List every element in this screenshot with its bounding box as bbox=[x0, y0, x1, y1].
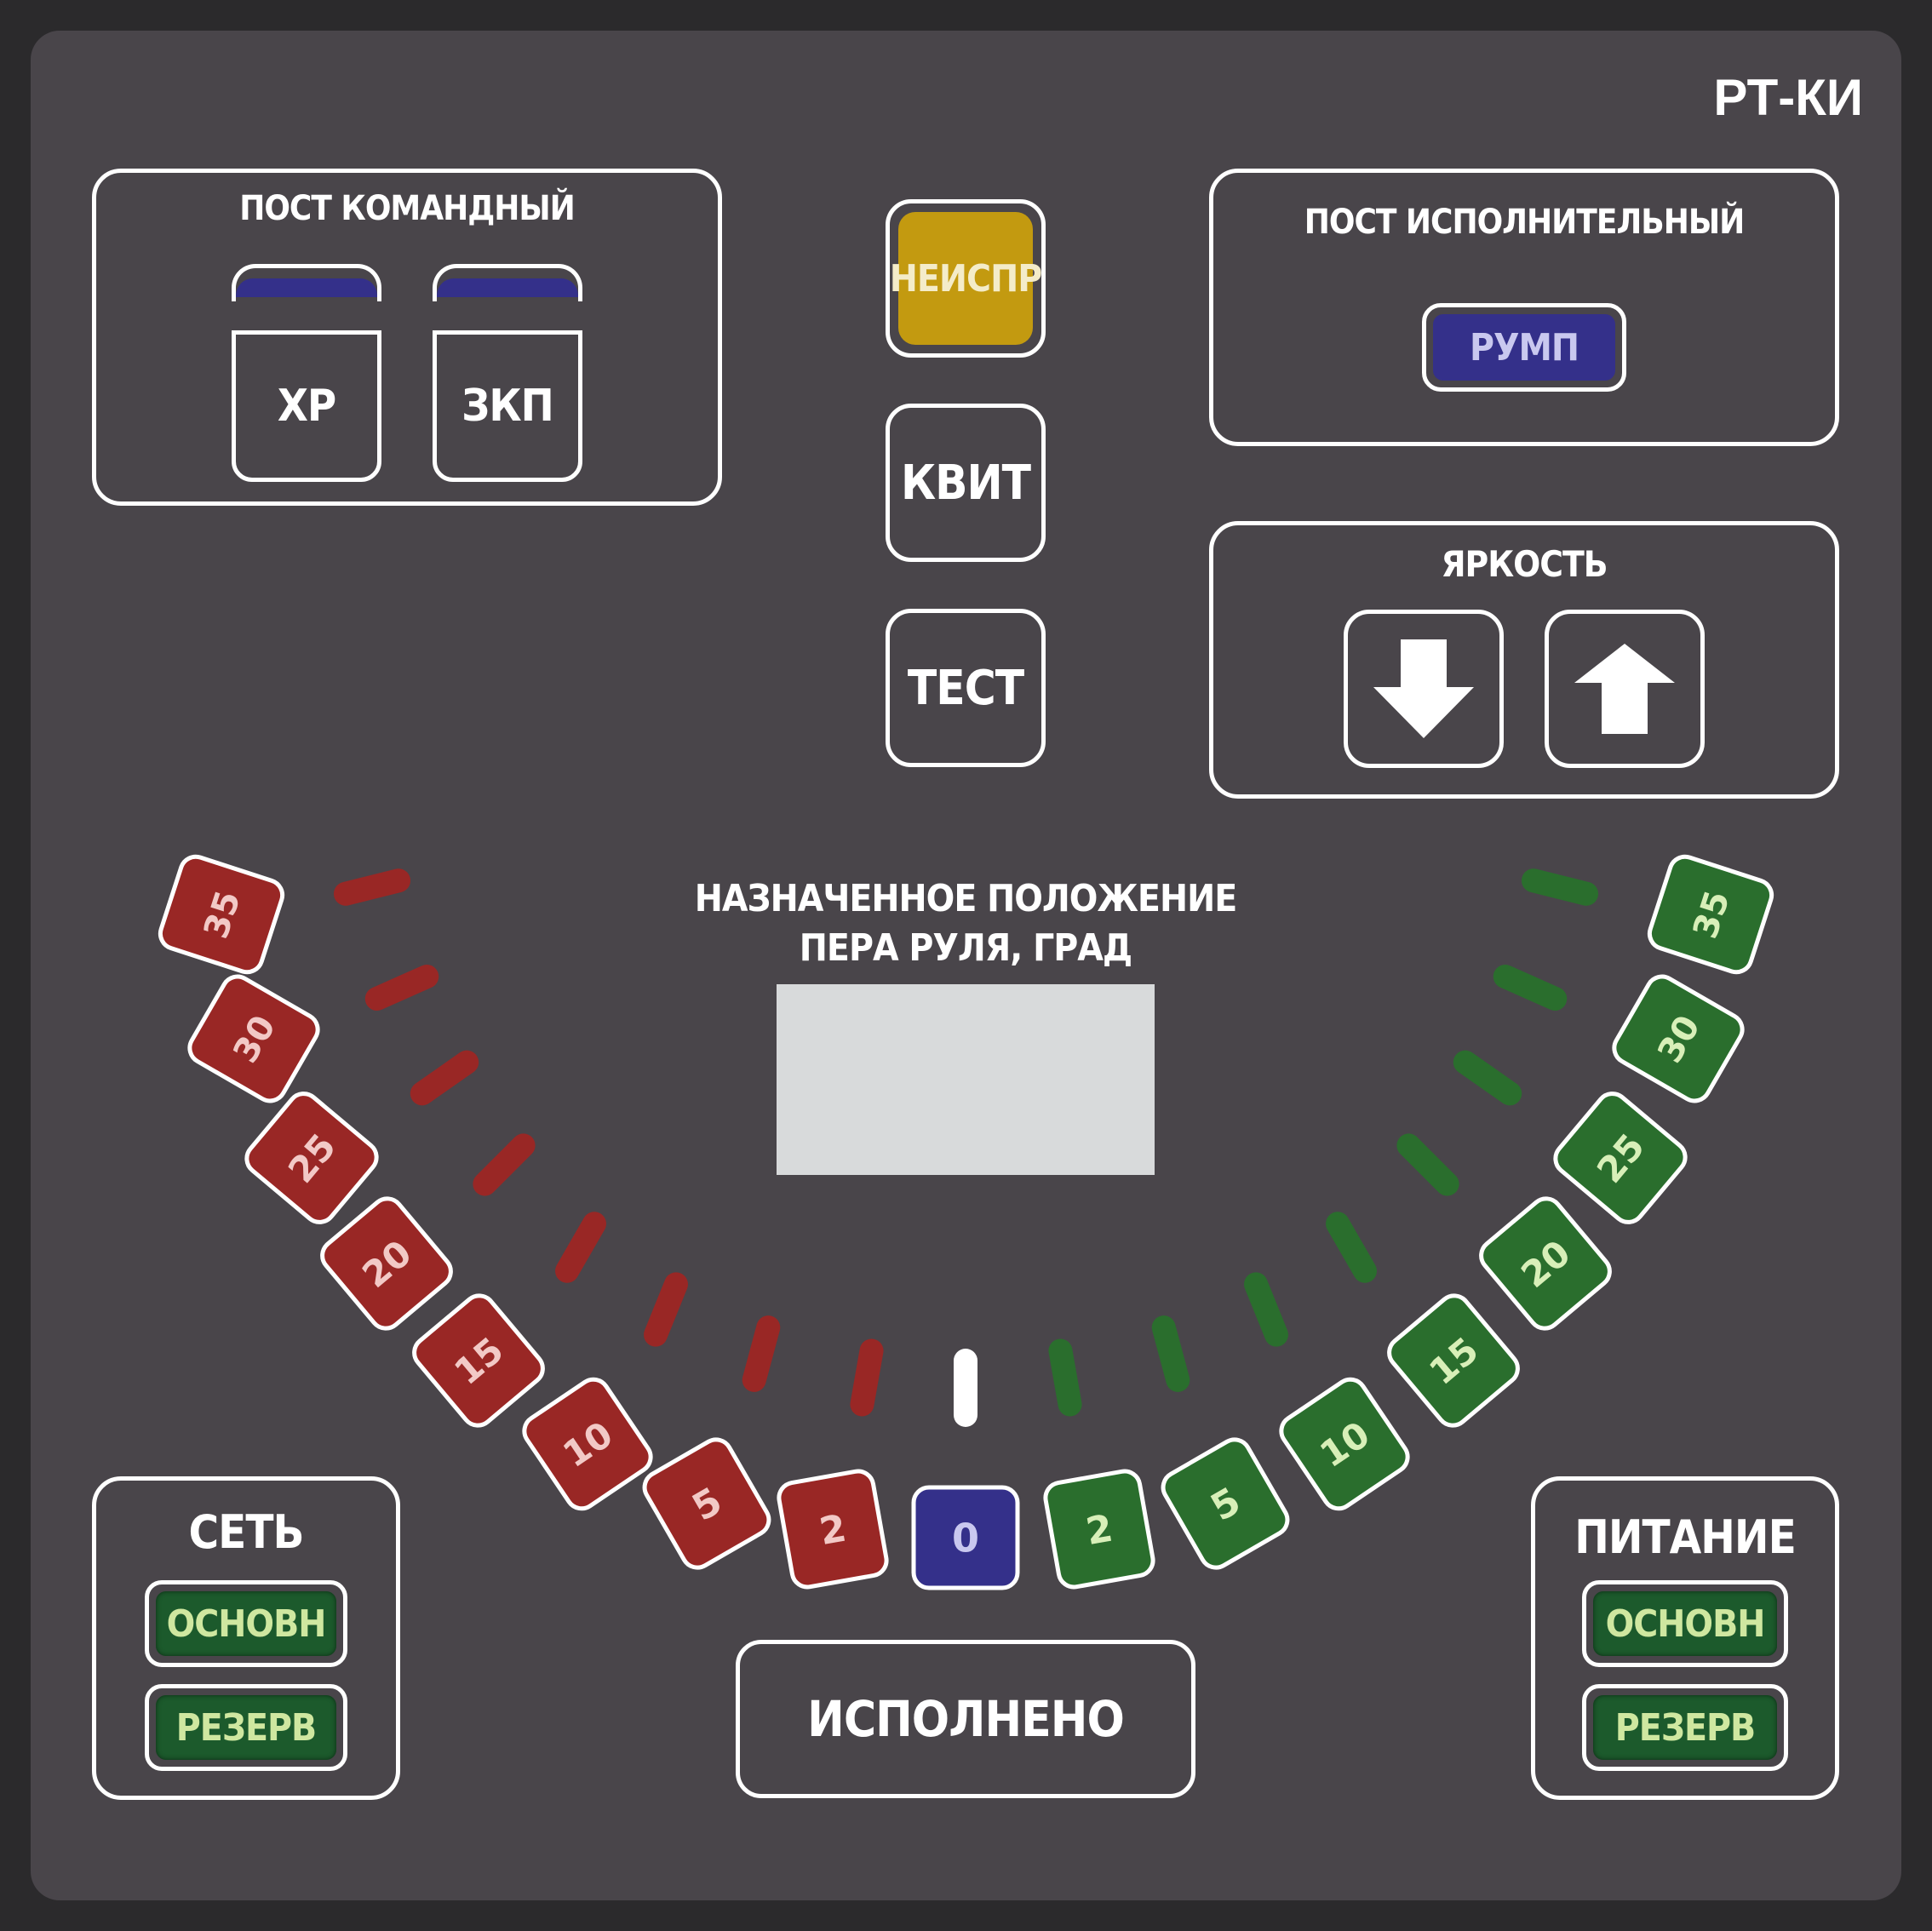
rudder-angle-display bbox=[777, 984, 1155, 1175]
port-key-15: 15 bbox=[412, 1293, 545, 1428]
starboard-key-5: 5 bbox=[1161, 1437, 1290, 1570]
fault-button[interactable]: НЕИСПР bbox=[886, 199, 1046, 358]
brightness-group bbox=[1209, 521, 1839, 799]
port-key-30: 30 bbox=[187, 974, 320, 1103]
starboard-key-20: 20 bbox=[1479, 1196, 1612, 1331]
port-key-35: 35 bbox=[158, 854, 285, 975]
hr-button[interactable]: ХР bbox=[232, 330, 381, 482]
network-reserve-indicator: РЕЗЕРВ bbox=[145, 1684, 347, 1771]
brightness-down-button[interactable] bbox=[1344, 610, 1504, 768]
starboard-key-25: 25 bbox=[1553, 1092, 1688, 1224]
hr-button-label: ХР bbox=[277, 381, 336, 432]
power-reserve-label: РЕЗЕРВ bbox=[1614, 1705, 1756, 1750]
network-main-label: ОСНОВН bbox=[166, 1602, 327, 1646]
test-button-label: ТЕСТ bbox=[907, 660, 1024, 716]
starboard-tick-6 bbox=[1151, 1315, 1190, 1392]
brightness-up-button[interactable] bbox=[1545, 610, 1705, 768]
rump-button-label: РУМП bbox=[1469, 325, 1579, 370]
arrow-up-icon bbox=[1574, 644, 1675, 734]
network-main-indicator: ОСНОВН bbox=[145, 1580, 347, 1667]
port-key-25: 25 bbox=[244, 1092, 379, 1224]
power-main-indicator: ОСНОВН bbox=[1582, 1580, 1788, 1667]
ack-button-label: КВИТ bbox=[900, 455, 1031, 511]
power-title: ПИТАНИЕ bbox=[1574, 1510, 1797, 1564]
port-key-2: 2 bbox=[777, 1469, 889, 1590]
power-reserve-indicator: РЕЗЕРВ bbox=[1582, 1684, 1788, 1771]
port-tick-4 bbox=[555, 1212, 606, 1283]
starboard-tick-0 bbox=[1521, 868, 1599, 906]
starboard-tick-7 bbox=[1048, 1338, 1082, 1417]
fault-button-label: НЕИСПР bbox=[889, 256, 1042, 301]
starboard-key-2: 2 bbox=[1043, 1469, 1155, 1590]
center-key-0: 0 bbox=[911, 1485, 1020, 1590]
ack-button[interactable]: КВИТ bbox=[886, 404, 1046, 562]
starboard-key-15: 15 bbox=[1387, 1293, 1520, 1428]
test-button[interactable]: ТЕСТ bbox=[886, 609, 1046, 767]
fault-lamp bbox=[898, 212, 1033, 345]
command-post-title: ПОСТ КОМАНДНЫЙ bbox=[239, 189, 576, 228]
power-main-label: ОСНОВН bbox=[1605, 1602, 1766, 1646]
arrow-down-icon bbox=[1373, 639, 1474, 738]
port-key-5: 5 bbox=[642, 1437, 771, 1570]
network-reserve-label: РЕЗЕРВ bbox=[175, 1705, 317, 1750]
zkp-button-label: ЗКП bbox=[462, 381, 554, 432]
starboard-tick-1 bbox=[1493, 964, 1568, 1011]
port-tick-2 bbox=[410, 1050, 479, 1106]
port-tick-3 bbox=[473, 1133, 536, 1196]
port-tick-7 bbox=[850, 1338, 884, 1417]
rudder-title-line1: НАЗНАЧЕННОЕ ПОЛОЖЕНИЕ bbox=[694, 877, 1238, 920]
port-key-20: 20 bbox=[320, 1196, 453, 1331]
command-post-group bbox=[92, 169, 722, 506]
center-key-0-label: 0 bbox=[952, 1516, 979, 1561]
starboard-tick-3 bbox=[1396, 1133, 1459, 1196]
exec-post-group bbox=[1209, 169, 1839, 446]
done-button[interactable]: ИСПОЛНЕНО bbox=[736, 1640, 1195, 1798]
hr-indicator-lamp bbox=[232, 264, 381, 301]
starboard-key-30: 30 bbox=[1612, 974, 1745, 1103]
power-group bbox=[1531, 1476, 1839, 1800]
port-tick-6 bbox=[742, 1315, 781, 1392]
starboard-tick-4 bbox=[1326, 1212, 1377, 1283]
zkp-button[interactable]: ЗКП bbox=[433, 330, 582, 482]
network-group bbox=[92, 1476, 400, 1800]
port-tick-1 bbox=[364, 964, 439, 1011]
port-tick-5 bbox=[644, 1272, 688, 1347]
port-tick-0 bbox=[333, 868, 411, 906]
rump-lamp: РУМП bbox=[1433, 314, 1615, 381]
starboard-key-35: 35 bbox=[1647, 854, 1774, 975]
starboard-key-10: 10 bbox=[1279, 1377, 1410, 1511]
exec-post-title: ПОСТ ИСПОЛНИТЕЛЬНЫЙ bbox=[1304, 203, 1746, 242]
zkp-indicator-lamp bbox=[433, 264, 582, 301]
port-key-10: 10 bbox=[522, 1377, 653, 1511]
done-button-label: ИСПОЛНЕНО bbox=[807, 1690, 1125, 1748]
starboard-tick-2 bbox=[1453, 1050, 1522, 1106]
network-title: СЕТЬ bbox=[188, 1505, 304, 1559]
starboard-tick-5 bbox=[1244, 1272, 1288, 1347]
rump-button[interactable]: РУМП bbox=[1422, 303, 1626, 392]
device-title: РТ-КИ bbox=[1713, 69, 1863, 126]
rudder-title-line2: ПЕРА РУЛЯ, ГРАД bbox=[799, 926, 1132, 970]
brightness-title: ЯРКОСТЬ bbox=[1441, 543, 1608, 585]
